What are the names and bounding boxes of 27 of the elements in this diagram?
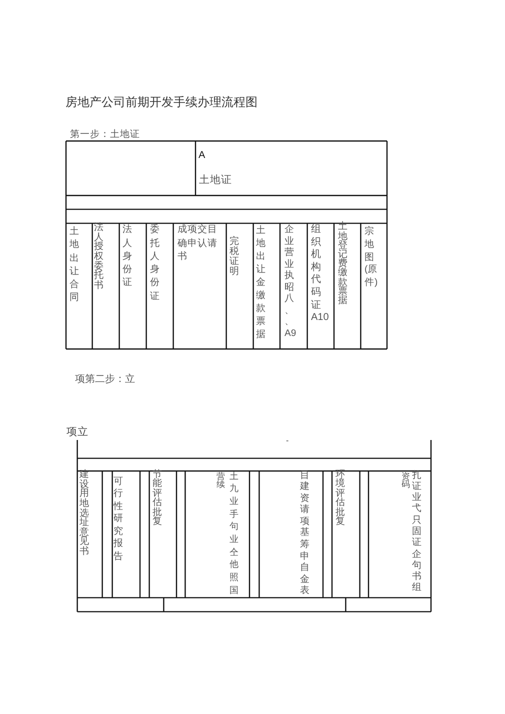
step-heading: 项第二步：立 xyxy=(75,374,135,386)
cell-text: 营续 xyxy=(216,472,226,489)
cell-text: 资码 xyxy=(402,472,412,489)
cell-text: 节能评估批复 xyxy=(152,470,164,528)
cell-text: 建设用地选址意见书 xyxy=(80,470,90,557)
cell-text: 组织机构代码证A10 xyxy=(311,224,330,325)
cell-text: 法人授权委托书 xyxy=(94,222,105,291)
stray-mark: - xyxy=(286,436,289,446)
section-heading: 项立 xyxy=(66,426,88,438)
cell-text: 法人身份证 xyxy=(122,223,134,290)
cell-text: 土地登记费缴款票据 xyxy=(338,222,349,306)
cell-text: 可行性研究报告 xyxy=(114,476,128,563)
cell-text: 土九业手句业仝他照国 xyxy=(229,470,240,597)
step-heading: 第一步：土地证 xyxy=(70,128,140,140)
cell-text: 环境评估批复 xyxy=(336,470,346,528)
cell-text: 土地出让金缴款票据 xyxy=(256,224,267,340)
cell-text: 目建资请项基筹申自金表 xyxy=(300,470,311,598)
cell-text: 宗地图(原件) xyxy=(364,226,379,290)
cell-text: A xyxy=(198,150,206,162)
cell-text: 扎证业弋只固证企句书组 xyxy=(412,470,423,594)
cell-text: 土地证 xyxy=(199,174,232,186)
cell-text: 企业营业执昭八、、A9 xyxy=(284,224,298,339)
cell-text: 土地出让合同 xyxy=(70,225,80,305)
cell-text: 完税证明 xyxy=(230,236,240,277)
cell-text: 委托人身份证 xyxy=(150,223,161,304)
cell-text: 成项交目确申认请书 xyxy=(178,223,218,264)
title: 房地产公司前期开发手续办理流程图 xyxy=(66,95,258,110)
